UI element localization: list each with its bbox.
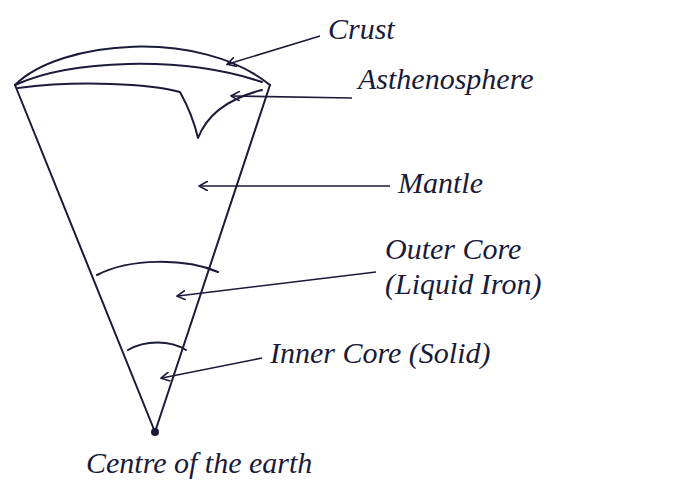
layer-label: Mantle — [398, 166, 483, 201]
leader-line — [162, 358, 262, 378]
sector-outline — [15, 85, 270, 432]
point-label: Centre of the earth — [86, 446, 312, 481]
leader-line — [228, 36, 320, 64]
surface-arc — [15, 47, 270, 85]
centre-dot — [151, 428, 159, 436]
layer-label: Asthenosphere — [358, 62, 534, 97]
leader-line — [232, 96, 352, 98]
layer-label: Outer Core (Liquid Iron) — [385, 232, 585, 301]
layer-label: Inner Core (Solid) — [270, 336, 491, 371]
leader-line — [178, 272, 376, 296]
inner-core-arc — [128, 343, 186, 351]
crust-boundary — [15, 64, 262, 85]
layer-label: Crust — [328, 12, 395, 47]
asthenosphere-boundary — [18, 84, 262, 138]
outer-core-arc — [97, 262, 218, 275]
leader-line — [200, 185, 390, 187]
